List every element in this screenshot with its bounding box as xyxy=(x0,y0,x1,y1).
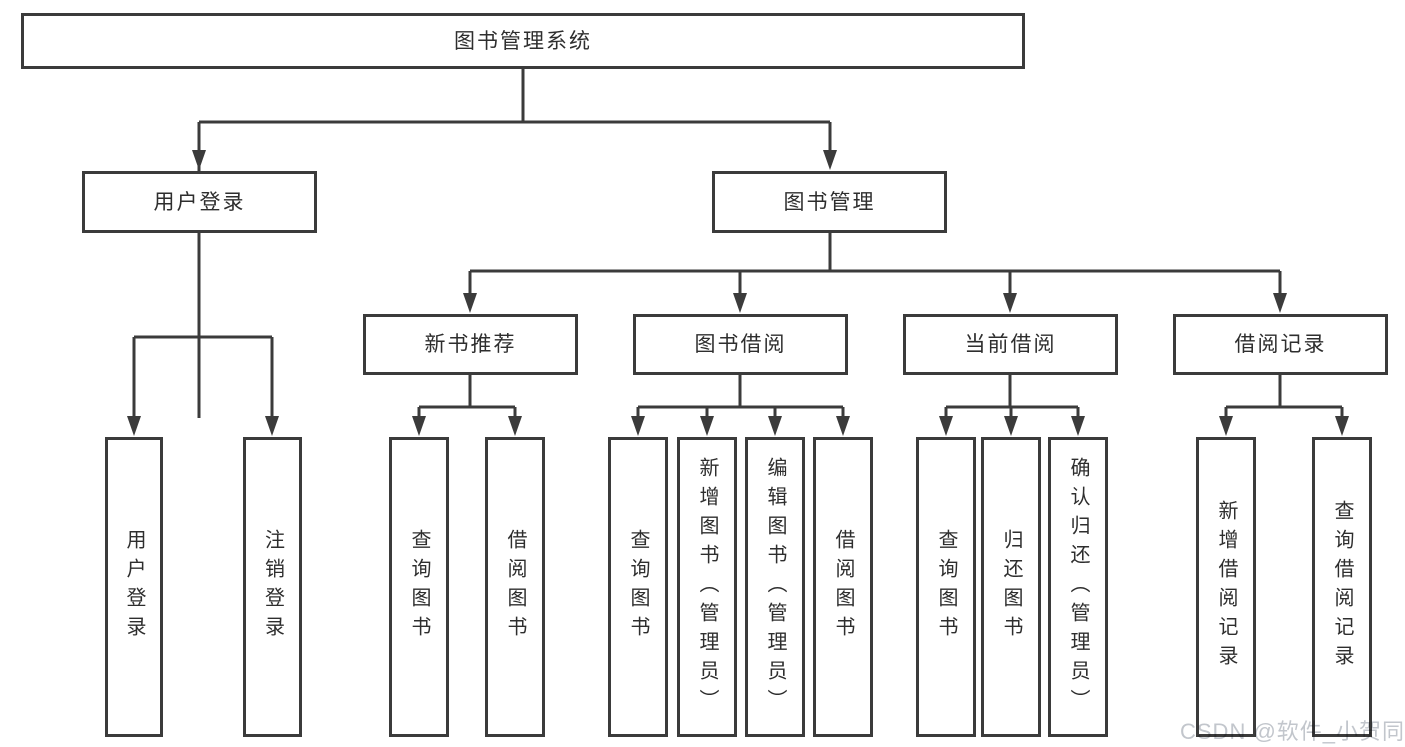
connector-book-borrow-branch xyxy=(636,374,845,418)
node-leaf-borrow-book: 借阅图书 xyxy=(813,437,873,737)
node-new-book-recommend: 新书推荐 xyxy=(363,314,578,375)
connector-new-book-recommend-branch xyxy=(417,374,517,418)
connector-user-login-branch xyxy=(132,233,274,418)
arrowheads xyxy=(127,150,1349,436)
node-leaf-confirm-return-admin: 确认归还（管理员） xyxy=(1048,437,1108,737)
node-leaf-user-login: 用户登录 xyxy=(105,437,163,737)
node-root: 图书管理系统 xyxy=(21,13,1025,69)
node-borrow-records: 借阅记录 xyxy=(1173,314,1388,375)
connector-borrow-records-branch xyxy=(1224,374,1344,418)
node-book-borrow: 图书借阅 xyxy=(633,314,848,375)
node-user-login: 用户登录 xyxy=(82,171,317,233)
node-leaf-add-book-admin: 新增图书（管理员） xyxy=(677,437,737,737)
node-leaf-logout: 注销登录 xyxy=(243,437,302,737)
node-leaf-borrow-query-book: 查询图书 xyxy=(608,437,668,737)
connector-book-management-branch xyxy=(468,233,1282,295)
node-leaf-edit-book-admin: 编辑图书（管理员） xyxy=(745,437,805,737)
node-leaf-current-query-book: 查询图书 xyxy=(916,437,976,737)
node-leaf-recommend-query-book: 查询图书 xyxy=(389,437,449,737)
connector-root-to-level1 xyxy=(197,68,832,418)
node-leaf-recommend-borrow-book: 借阅图书 xyxy=(485,437,545,737)
node-current-borrow: 当前借阅 xyxy=(903,314,1118,375)
csdn-watermark: CSDN @软件_小贺同学 xyxy=(1180,719,1405,744)
node-leaf-add-borrow-record: 新增借阅记录 xyxy=(1196,437,1256,737)
connector-current-borrow-branch xyxy=(944,374,1080,418)
node-leaf-return-book: 归还图书 xyxy=(981,437,1041,737)
node-leaf-query-borrow-record: 查询借阅记录 xyxy=(1312,437,1372,737)
node-book-management: 图书管理 xyxy=(712,171,947,233)
